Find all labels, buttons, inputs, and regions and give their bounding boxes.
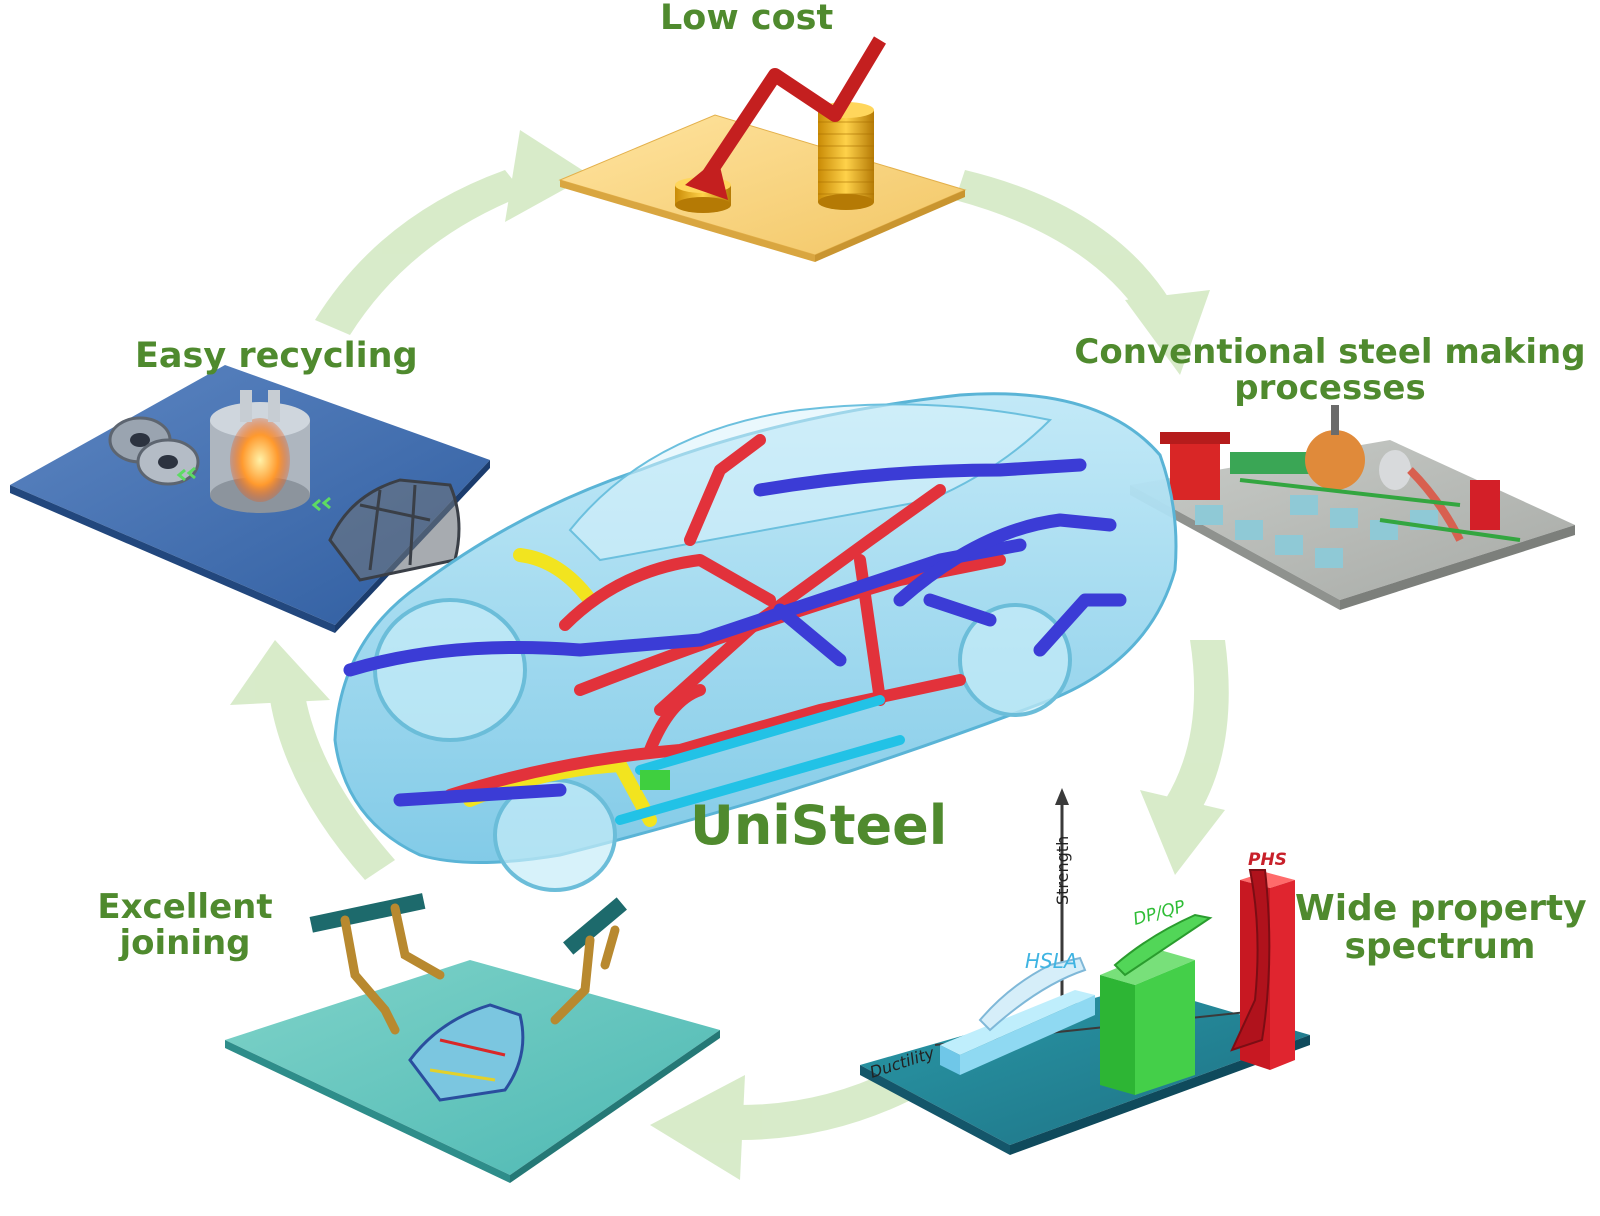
recycling-platform — [10, 365, 490, 633]
hsla-part — [978, 956, 1087, 1032]
label-joining-line-1: Excellent — [97, 887, 273, 927]
coin-stack — [818, 102, 874, 210]
hsla-label: HSLA — [1025, 949, 1078, 973]
arrow-cost-to-steelmaking — [955, 170, 1210, 375]
label-joining: Excellent joining — [90, 887, 280, 963]
hsla-bar — [940, 990, 1095, 1075]
joining-platform — [225, 893, 720, 1183]
steelmaking-platform — [1130, 405, 1575, 610]
phs-part — [1230, 869, 1271, 1052]
strength-axis-label: Strength — [1053, 836, 1072, 905]
welding-robots — [309, 893, 627, 1035]
car-wheels — [373, 598, 1072, 892]
arrow-steelmaking-to-property — [1140, 640, 1229, 875]
arrow-joining-to-recycling — [230, 640, 395, 880]
label-joining-line-2: joining — [119, 922, 251, 963]
car-blue-frame — [343, 458, 1127, 807]
label-property-line-1: Wide property — [1295, 888, 1587, 929]
phs-label: PHS — [1248, 850, 1287, 870]
scrap-car-body — [328, 478, 461, 582]
low-cost-platform — [558, 36, 967, 262]
arrow-recycling-to-cost — [315, 130, 590, 335]
label-property: Wide property spectrum — [1295, 888, 1587, 967]
recycle-chevrons — [176, 466, 331, 512]
dpqp-part — [1113, 913, 1213, 977]
car-cyan-floor — [615, 695, 905, 825]
label-steel-making: Conventional steel making processes — [1070, 332, 1590, 408]
car-green-detail — [640, 770, 670, 790]
center-label: UniSteel — [690, 794, 948, 857]
label-low-cost: Low cost — [660, 0, 834, 38]
plant-rails — [1239, 478, 1521, 542]
furnace — [210, 390, 310, 513]
property-platform: Strength Ductility HSLA DP/QP PHS — [860, 788, 1310, 1155]
car-body-in-white — [408, 1003, 525, 1102]
car-illustration — [333, 392, 1178, 892]
dpqp-bar — [1100, 950, 1195, 1095]
cycle-arrows — [230, 130, 1229, 1180]
label-steel-making-line-2: processes — [1234, 367, 1426, 408]
label-property-line-2: spectrum — [1344, 925, 1536, 967]
label-steel-making-line-1: Conventional steel making — [1074, 332, 1586, 372]
falling-price-arrow — [685, 36, 887, 200]
label-recycling: Easy recycling — [135, 336, 418, 376]
plant-buildings — [1160, 405, 1500, 542]
